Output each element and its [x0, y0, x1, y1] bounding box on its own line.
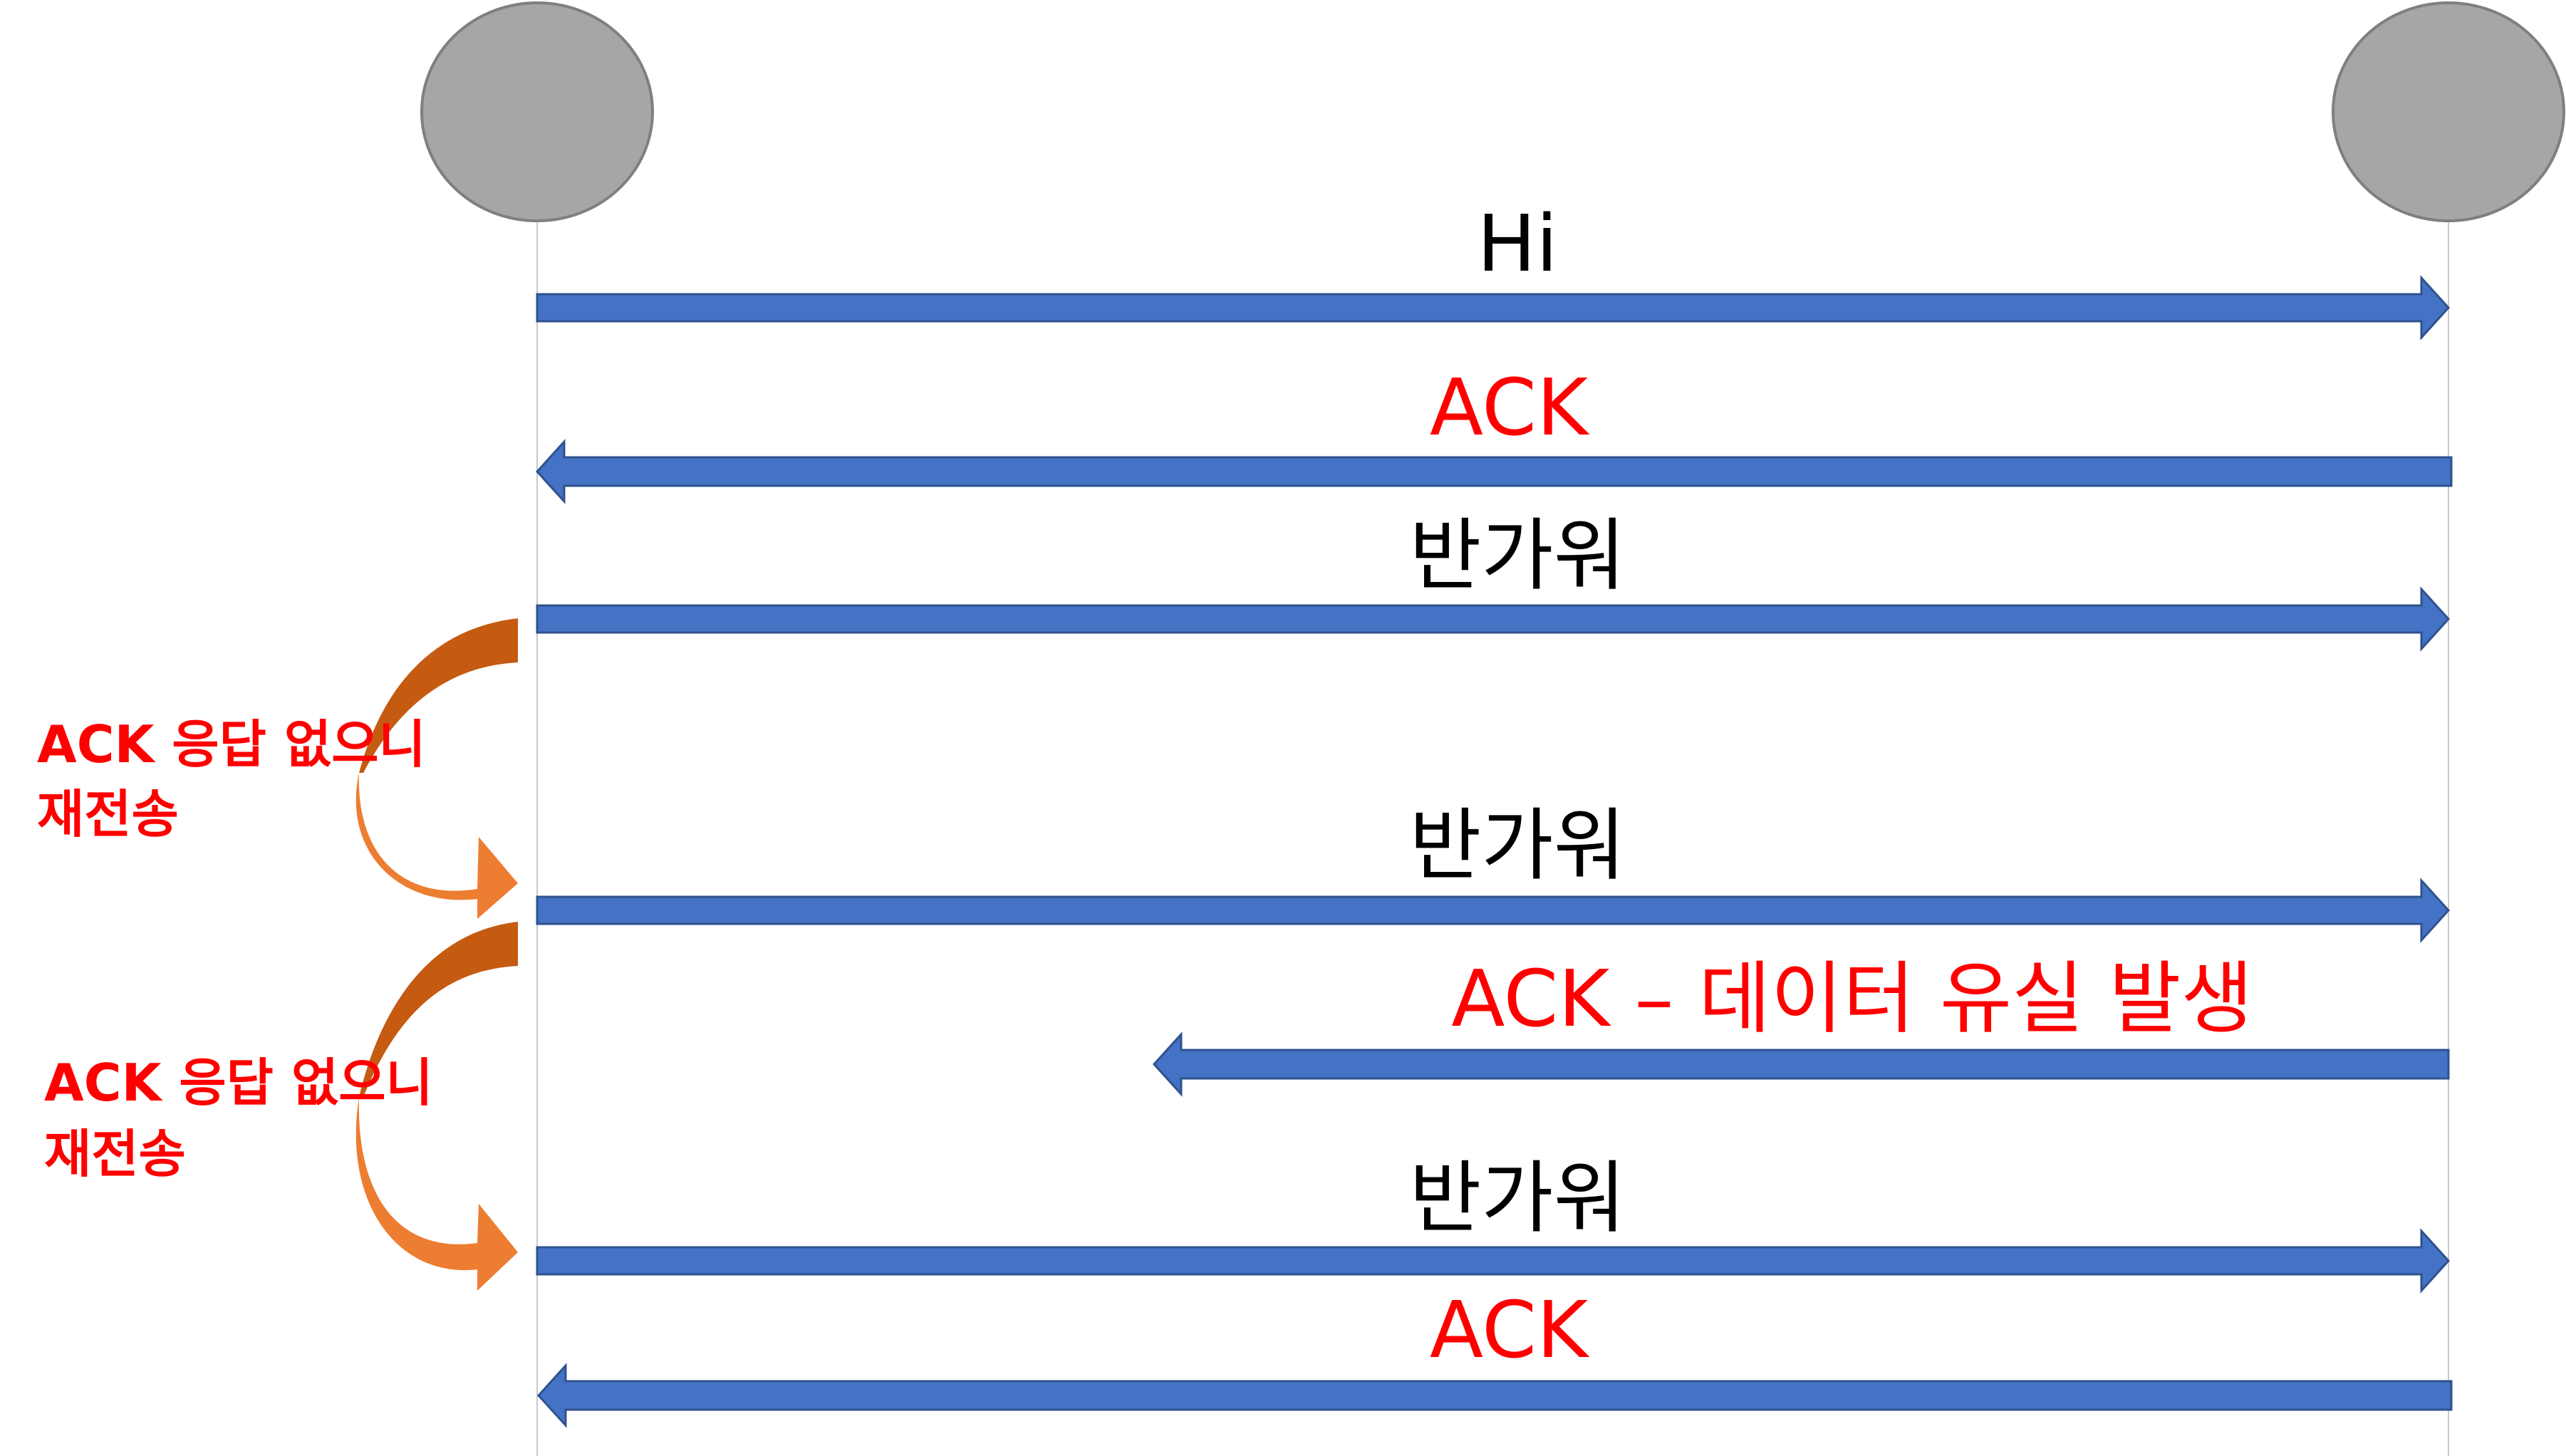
sender-node [420, 1, 654, 222]
message-arrow-hi [536, 275, 2451, 340]
message-label-hi: Hi [1477, 198, 1557, 289]
ack-arrow-2 [536, 1363, 2453, 1428]
retransmit-note-2-line1: ACK 응답 없으니 [44, 1053, 433, 1113]
message-arrow-greeting-2 [536, 878, 2451, 943]
message-arrow-greeting-3 [536, 1228, 2451, 1294]
retransmit-note-1-line2: 재전송 [37, 784, 179, 844]
message-label-greeting-1: 반가워 [1409, 510, 1626, 601]
retransmit-curve-arrow-2 [355, 922, 518, 1291]
receiver-node [2332, 1, 2565, 222]
message-label-greeting-2: 반가워 [1409, 800, 1626, 891]
message-label-greeting-3: 반가워 [1409, 1153, 1626, 1244]
ack-lost-label: ACK – 데이터 유실 발생 [1451, 953, 2253, 1044]
retransmit-note-2-line2: 재전송 [44, 1124, 186, 1184]
retransmit-note-1-line1: ACK 응답 없으니 [37, 714, 426, 774]
retransmit-curve-arrow-1 [355, 618, 518, 919]
ack-arrow-lost [1152, 1031, 2450, 1097]
message-arrow-greeting-1 [536, 586, 2451, 652]
ack-label-1: ACK [1430, 362, 1590, 453]
ack-label-2: ACK [1430, 1284, 1590, 1376]
ack-arrow-1 [535, 439, 2453, 504]
